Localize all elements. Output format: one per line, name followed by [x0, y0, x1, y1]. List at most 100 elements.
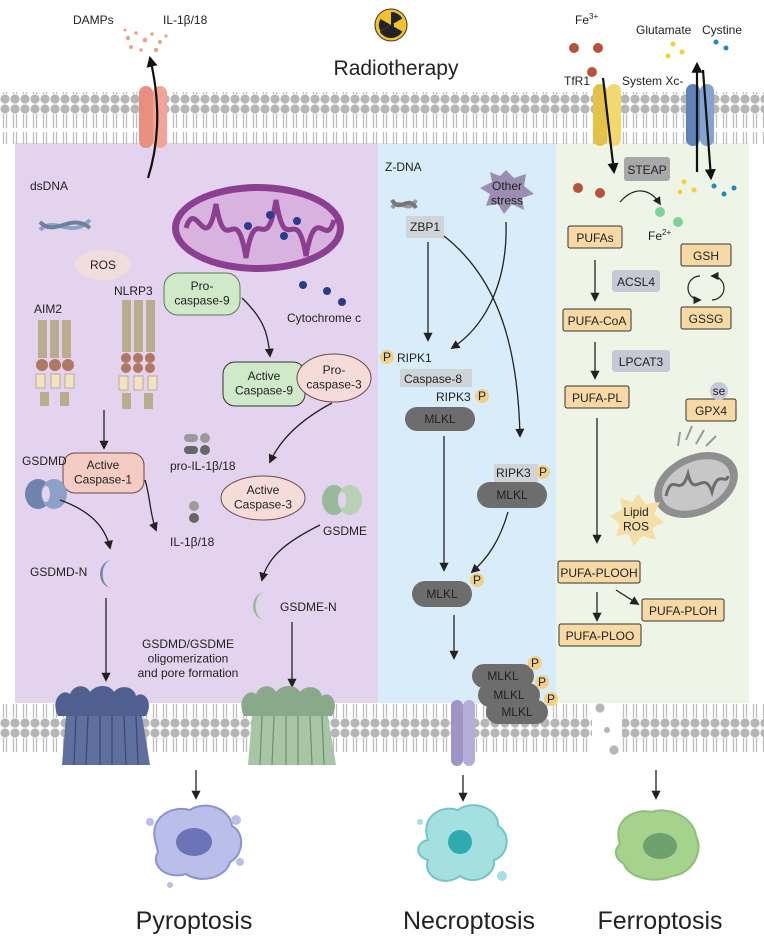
arrow-complexB-mlkl — [470, 511, 509, 574]
aim2-inflammasome — [35, 320, 75, 406]
radiation-icon — [374, 8, 408, 42]
arrow-cystine-import — [701, 69, 716, 181]
fe2-particles — [655, 207, 683, 227]
gsdmd-n-icon — [100, 560, 112, 588]
mlkl-label-p: MLKL — [426, 587, 458, 601]
tfr1-channel-icon — [593, 84, 621, 146]
mlkl-oligomer-1 — [472, 664, 534, 688]
active-caspase3-node — [220, 475, 306, 521]
nlrp3-label: NLRP3 — [114, 284, 153, 298]
gsdmd-pore-icon — [55, 686, 150, 766]
dna-icon — [38, 218, 92, 232]
zdna-label: Z-DNA — [385, 160, 422, 174]
ripk1-label: RIPK1 — [397, 351, 432, 365]
gpx4-node — [685, 398, 737, 422]
gssg-label: GSSG — [689, 312, 724, 326]
mlkl-oligomer-label-2: MLKL — [493, 688, 525, 702]
fe3-particles — [569, 43, 605, 198]
pro-caspase9-node — [163, 272, 241, 316]
ripk3-node-b — [494, 464, 538, 482]
mlkl-channel-icon — [451, 700, 475, 766]
pro-il-label: pro-IL-1β/18 — [170, 459, 236, 473]
caspase8-node — [400, 369, 472, 387]
pufa-coa-label: PUFA-CoA — [568, 314, 627, 328]
lpcat3-node — [612, 350, 670, 372]
gsdme-n-icon — [253, 592, 265, 620]
ripk3-p-label-b: P — [539, 465, 547, 479]
ros-node — [75, 250, 131, 280]
arrow-plooh-ploh — [615, 589, 640, 605]
pro-caspase3-label: Pro-caspase-3 — [306, 363, 362, 391]
pufa-ploo-node — [558, 623, 642, 647]
ripk1-p-label: P — [383, 350, 391, 364]
system-xc-channel-icon — [686, 84, 714, 146]
gpx4-label: GPX4 — [695, 404, 727, 418]
mlkl-oligomer-phospho-3 — [544, 692, 558, 706]
caspase8-label: Caspase-8 — [404, 372, 462, 386]
zdna-icon — [390, 198, 418, 210]
mlkl-label-b: MLKL — [496, 488, 528, 502]
mlkl-oligomer-label-1: MLKL — [487, 669, 519, 683]
pyroptotic-cell-icon — [146, 804, 244, 888]
zbp1-node — [406, 216, 444, 238]
ferroptotic-cell-icon — [614, 809, 700, 881]
ripk3-phospho-b — [536, 465, 550, 479]
mlkl-oligomer-phospho-1 — [528, 656, 542, 670]
pyroptosis-outcome: Pyroptosis — [136, 907, 253, 935]
cytochrome-c-label: Cytochrome c — [287, 311, 361, 325]
ripk3-label-a: RIPK3 — [436, 390, 471, 404]
arrow-zbp1-ripk3 — [443, 235, 525, 438]
pro-il-icon — [184, 433, 210, 455]
gsh-gssg-cycle-icon — [687, 271, 725, 305]
ruptured-membrane-fragments — [595, 703, 619, 755]
arrow-fe-import — [601, 77, 619, 175]
ripk3-label-b: RIPK3 — [496, 466, 531, 480]
mlkl-oligomer-p-1: P — [531, 656, 539, 670]
top-membrane — [0, 92, 764, 144]
pufa-ploh-label: PUFA-PLOH — [649, 604, 717, 618]
pro-caspase9-label: Pro-caspase-9 — [174, 279, 230, 307]
gsdmd-n-label: GSDMD-N — [30, 565, 87, 579]
cystine-particles — [711, 39, 737, 197]
mlkl-oligomer-p-2: P — [538, 675, 546, 689]
necroptosis-outcome: Necroptosis — [403, 907, 535, 935]
ripk3-p-label-a: P — [478, 389, 486, 403]
gsh-node — [680, 243, 732, 267]
pufa-plooh-node — [557, 560, 641, 584]
acsl4-label: ACSL4 — [617, 275, 655, 289]
damaged-mitochondrion-icon — [654, 425, 738, 518]
lpcat3-label: LPCAT3 — [619, 355, 664, 369]
pufa-ploh-node — [641, 598, 725, 622]
arrow-gsdmd-n — [59, 499, 113, 550]
cytochrome-c-dots — [299, 281, 346, 306]
fe2-label: Fe2+ — [648, 228, 671, 243]
release-arrow — [146, 55, 159, 179]
arrow-stress-ripk1 — [450, 221, 507, 349]
mlkl-node-p — [412, 581, 472, 607]
other-stress-star-icon — [480, 170, 534, 214]
tfr1-label: TfR1 — [564, 74, 590, 88]
acsl4-node — [612, 270, 660, 292]
mlkl-oligomer-phospho-2 — [535, 675, 549, 689]
system-xc-label: System Xc- — [622, 74, 683, 88]
il-icon — [189, 501, 199, 523]
radiotherapy-title: Radiotherapy — [334, 57, 459, 80]
mlkl-oligomer-3 — [486, 700, 548, 724]
gsh-label: GSH — [693, 249, 719, 263]
glutamate-label: Glutamate — [636, 23, 692, 37]
necroptotic-cell-icon — [417, 804, 508, 882]
dsdna-label: dsDNA — [30, 179, 68, 193]
mitochondrion-icon — [172, 184, 344, 272]
pufas-node — [567, 225, 623, 249]
pufas-label: PUFAs — [576, 231, 613, 245]
gsdme-pore-icon — [241, 686, 336, 766]
zbp1-label: ZBP1 — [410, 220, 440, 234]
damps-particles — [123, 28, 168, 53]
gsdmd-label: GSDMD — [22, 454, 67, 468]
